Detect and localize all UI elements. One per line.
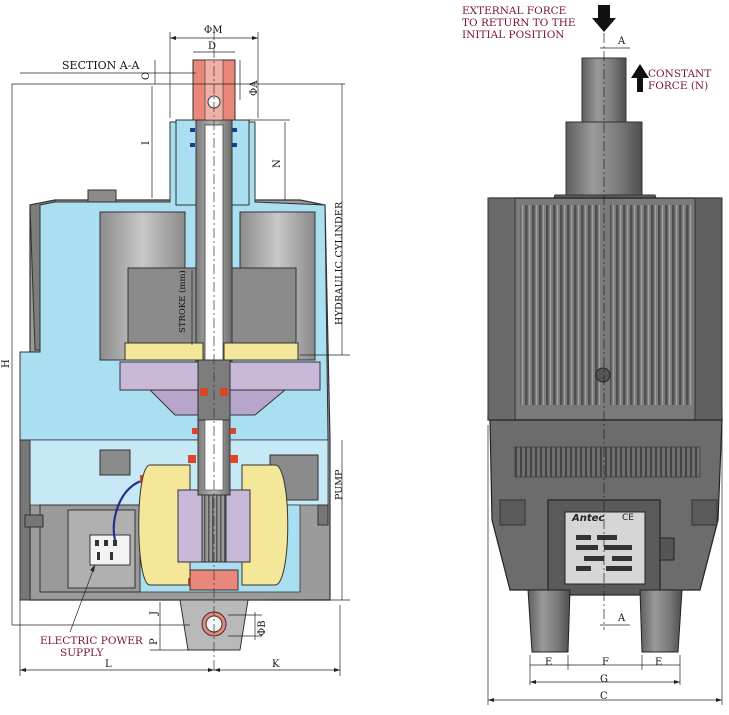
top-boss [87, 189, 117, 203]
dim-k: K [272, 659, 280, 670]
section-marker-top: A [618, 36, 626, 47]
power-cable [112, 478, 146, 541]
dim-c: C [600, 691, 608, 702]
pump-lilac-left [177, 489, 205, 563]
hydraulic-cylinder-label: HYDRAULIC CYLINDER [334, 201, 345, 325]
dim-d: D [208, 41, 217, 52]
bottom-dimension-lines [487, 425, 723, 705]
pump-fins [514, 446, 701, 478]
dim-phi-b: ΦB [257, 620, 268, 636]
external-force-arrow [592, 5, 616, 32]
dim-p: P [149, 638, 160, 645]
dim-phi-a: ΦA [249, 80, 260, 96]
body-bolt [595, 367, 611, 383]
dim-l: L [105, 659, 112, 670]
constant-force-label: CONSTANT FORCE (N) [648, 68, 712, 92]
clevis-leg-left [527, 589, 571, 653]
pump-label: PUMP [334, 469, 345, 500]
dimension-lines [11, 32, 350, 676]
dimension-arrows [20, 36, 340, 672]
external-force-label: EXTERNAL FORCE TO RETURN TO THE INITIAL … [462, 5, 576, 41]
dim-j: J [149, 610, 160, 615]
fins-right [610, 205, 692, 405]
piston-barrel-right [225, 267, 297, 346]
piston-ring-right [223, 342, 299, 361]
external-view [487, 5, 723, 705]
piston-ring-left [124, 342, 204, 361]
fins-left [520, 205, 602, 405]
pump-ring-right [241, 464, 289, 586]
terminal-box [89, 534, 131, 566]
dim-phi-m: ΦM [204, 25, 223, 36]
pump-lilac-right [223, 489, 251, 563]
cable-gland [659, 537, 675, 561]
dim-n: N [272, 159, 283, 168]
piston-barrel-left [127, 267, 201, 346]
dim-e-right: E [655, 657, 663, 668]
section-label: SECTION A-A [62, 59, 140, 72]
dim-g: G [600, 674, 608, 685]
section-marker-bottom: A [618, 613, 626, 624]
section-view [11, 30, 350, 676]
clevis-leg-right [639, 589, 683, 653]
dim-o: O [141, 71, 152, 80]
rod-seals [190, 128, 237, 147]
electric-power-supply-label: ELECTRIC POWER SUPPLY [40, 635, 143, 659]
brand-logo: Antec [572, 513, 605, 524]
dim-e-left: E [545, 657, 553, 668]
dim-f: F [602, 657, 609, 668]
dim-h: H [1, 359, 12, 368]
dim-i: I [141, 141, 152, 145]
nameplate-graphic [576, 535, 632, 571]
stroke-label: STROKE (mm) [178, 270, 188, 333]
pump-ring-left [138, 464, 191, 586]
constant-force-arrow [631, 64, 649, 92]
ce-mark: CE [622, 513, 634, 523]
